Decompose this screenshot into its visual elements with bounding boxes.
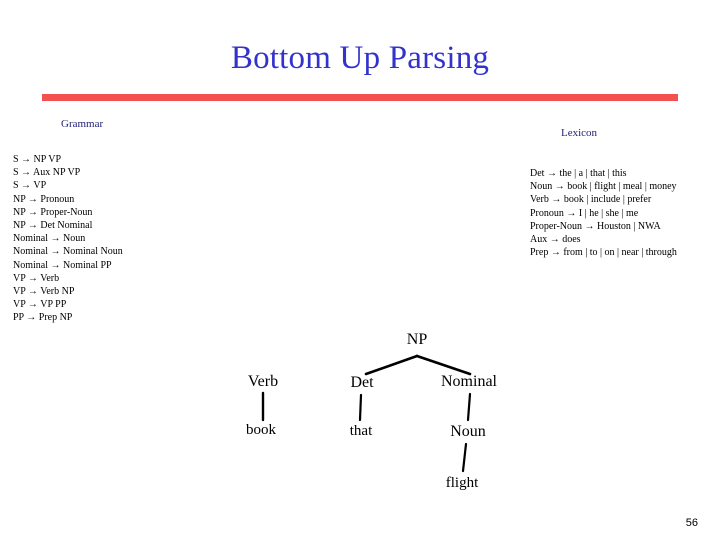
lexicon-rule: Noun → book | flight | meal | money xyxy=(530,181,677,193)
tree-leaf-flight: flight xyxy=(445,475,479,491)
grammar-rule: VP → Verb xyxy=(13,272,60,284)
tree-leaf-that: that xyxy=(349,423,373,439)
grammar-rule: S → VP xyxy=(13,180,47,192)
tree-node-verb: Verb xyxy=(247,373,279,390)
grammar-rule: Nominal → Nominal Noun xyxy=(13,246,123,258)
edge-nominal-noun xyxy=(466,392,472,422)
lexicon-rule-list: Det → the | a | that | this Noun → book … xyxy=(530,167,677,259)
edge-noun-flight xyxy=(461,442,468,473)
grammar-rule-list: S → NP VP S → Aux NP VP S → VP NP → Pron… xyxy=(13,153,123,325)
grammar-rule: VP → Verb NP xyxy=(13,286,75,298)
edge-det-that xyxy=(358,393,363,422)
grammar-rule: S → Aux NP VP xyxy=(13,167,81,179)
lexicon-caption: Lexicon xyxy=(561,127,598,139)
edge-np-nominal xyxy=(415,354,472,376)
tree-leaf-book: book xyxy=(246,422,276,438)
grammar-rule: PP → Prep NP xyxy=(13,312,73,324)
lexicon-rule: Aux → does xyxy=(530,234,581,246)
tree-node-det: Det xyxy=(350,374,374,391)
lexicon-rule: Pronoun → I | he | she | me xyxy=(530,207,639,219)
grammar-rule: NP → Det Nominal xyxy=(13,220,93,232)
tree-node-nominal: Nominal xyxy=(441,373,497,390)
grammar-rule: NP → Pronoun xyxy=(13,193,75,205)
edge-np-det xyxy=(364,354,419,376)
grammar-rule: NP → Proper-Noun xyxy=(13,206,93,218)
lexicon-rule: Prep → from | to | on | near | through xyxy=(530,247,677,259)
title-divider-rule xyxy=(42,94,678,101)
grammar-rule: S → NP VP xyxy=(13,154,62,165)
grammar-rule: Nominal → Nominal PP xyxy=(13,259,112,271)
grammar-caption: Grammar xyxy=(61,118,104,130)
lexicon-rule: Verb → book | include | prefer xyxy=(530,194,652,206)
lexicon-rule: Proper-Noun → Houston | NWA xyxy=(530,220,661,232)
page-number: 56 xyxy=(685,517,698,529)
lexicon-rule: Det → the | a | that | this xyxy=(530,168,627,179)
grammar-rule: Nominal → Noun xyxy=(13,233,86,245)
tree-node-np: NP xyxy=(406,331,428,348)
tree-node-noun: Noun xyxy=(450,423,486,440)
page-title: Bottom Up Parsing xyxy=(230,40,490,76)
grammar-rule: VP → VP PP xyxy=(13,299,67,311)
